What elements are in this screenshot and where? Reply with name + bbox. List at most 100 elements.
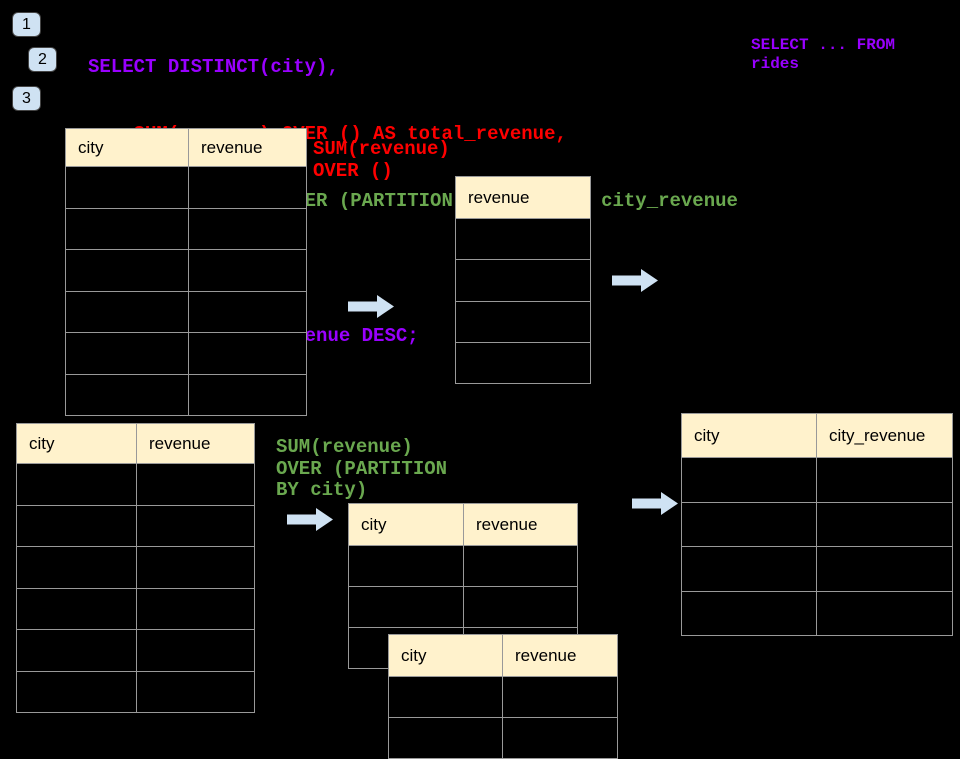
empty-cell: [137, 547, 255, 589]
table-row: [389, 718, 618, 759]
empty-cell: [349, 546, 464, 587]
table-row: [389, 677, 618, 718]
table-row: [66, 291, 307, 333]
empty-cell: [189, 291, 307, 333]
step-badge-2: 2: [28, 47, 57, 72]
step-badge-1: 1: [12, 12, 41, 37]
empty-cell: [66, 208, 189, 250]
column-header: city_revenue: [817, 414, 953, 458]
empty-cell: [682, 502, 817, 547]
empty-cell: [66, 250, 189, 292]
column-header: revenue: [464, 504, 578, 546]
table-row: [17, 464, 255, 506]
empty-cell: [389, 718, 503, 759]
table-row: [682, 547, 953, 592]
table-total-revenue-result: revenue: [455, 176, 591, 384]
empty-cell: [456, 301, 591, 343]
column-header: revenue: [137, 424, 255, 464]
empty-cell: [817, 502, 953, 547]
annotation-total-revenue: SUM(revenue) OVER (): [313, 138, 450, 182]
empty-cell: [17, 630, 137, 672]
empty-cell: [464, 546, 578, 587]
empty-cell: [456, 260, 591, 302]
table-row: [349, 587, 578, 628]
empty-cell: [137, 464, 255, 506]
table-row: [682, 502, 953, 547]
empty-cell: [137, 630, 255, 672]
column-header: city: [682, 414, 817, 458]
empty-cell: [137, 505, 255, 547]
column-header: city: [389, 635, 503, 677]
empty-cell: [189, 374, 307, 416]
right-arrow-icon: [632, 492, 678, 515]
right-arrow-icon: [612, 269, 658, 292]
empty-cell: [17, 588, 137, 630]
right-arrow-icon: [287, 508, 333, 531]
table-header-row: revenue: [456, 177, 591, 219]
table-row: [682, 591, 953, 636]
table-row: [66, 208, 307, 250]
empty-cell: [682, 591, 817, 636]
empty-cell: [17, 464, 137, 506]
empty-cell: [682, 547, 817, 592]
source-note: SELECT ... FROM rides: [751, 36, 896, 73]
empty-cell: [456, 219, 591, 261]
table-row: [349, 546, 578, 587]
table-row: [66, 374, 307, 416]
table-row: [17, 671, 255, 713]
empty-cell: [189, 250, 307, 292]
column-header: revenue: [456, 177, 591, 219]
table-row: [682, 458, 953, 503]
table-row: [456, 260, 591, 302]
empty-cell: [137, 588, 255, 630]
empty-cell: [137, 671, 255, 713]
empty-cell: [817, 591, 953, 636]
column-header: revenue: [503, 635, 618, 677]
empty-cell: [66, 167, 189, 209]
table-row: [66, 250, 307, 292]
empty-cell: [17, 547, 137, 589]
empty-cell: [189, 208, 307, 250]
empty-cell: [17, 505, 137, 547]
empty-cell: [66, 374, 189, 416]
right-arrow-icon: [348, 295, 394, 318]
sql-line-select: SELECT DISTINCT(city),: [88, 55, 339, 78]
table-row: [17, 505, 255, 547]
empty-cell: [464, 587, 578, 628]
annotation-partition: SUM(revenue) OVER (PARTITION BY city): [276, 436, 448, 501]
table-row: [17, 630, 255, 672]
column-header: city: [66, 129, 189, 167]
column-header: revenue: [189, 129, 307, 167]
step-badge-3: 3: [12, 86, 41, 111]
empty-cell: [817, 547, 953, 592]
empty-cell: [349, 587, 464, 628]
table-row: [66, 333, 307, 375]
empty-cell: [189, 167, 307, 209]
table-row: [456, 301, 591, 343]
empty-cell: [17, 671, 137, 713]
table-row: [17, 547, 255, 589]
empty-cell: [503, 677, 618, 718]
column-header: city: [349, 504, 464, 546]
empty-cell: [817, 458, 953, 503]
table-row: [66, 167, 307, 209]
empty-cell: [456, 342, 591, 384]
table-row: [456, 342, 591, 384]
empty-cell: [66, 291, 189, 333]
table-row: [456, 219, 591, 261]
empty-cell: [66, 333, 189, 375]
column-header: city: [17, 424, 137, 464]
empty-cell: [389, 677, 503, 718]
empty-cell: [503, 718, 618, 759]
empty-cell: [682, 458, 817, 503]
empty-cell: [189, 333, 307, 375]
table-row: [17, 588, 255, 630]
